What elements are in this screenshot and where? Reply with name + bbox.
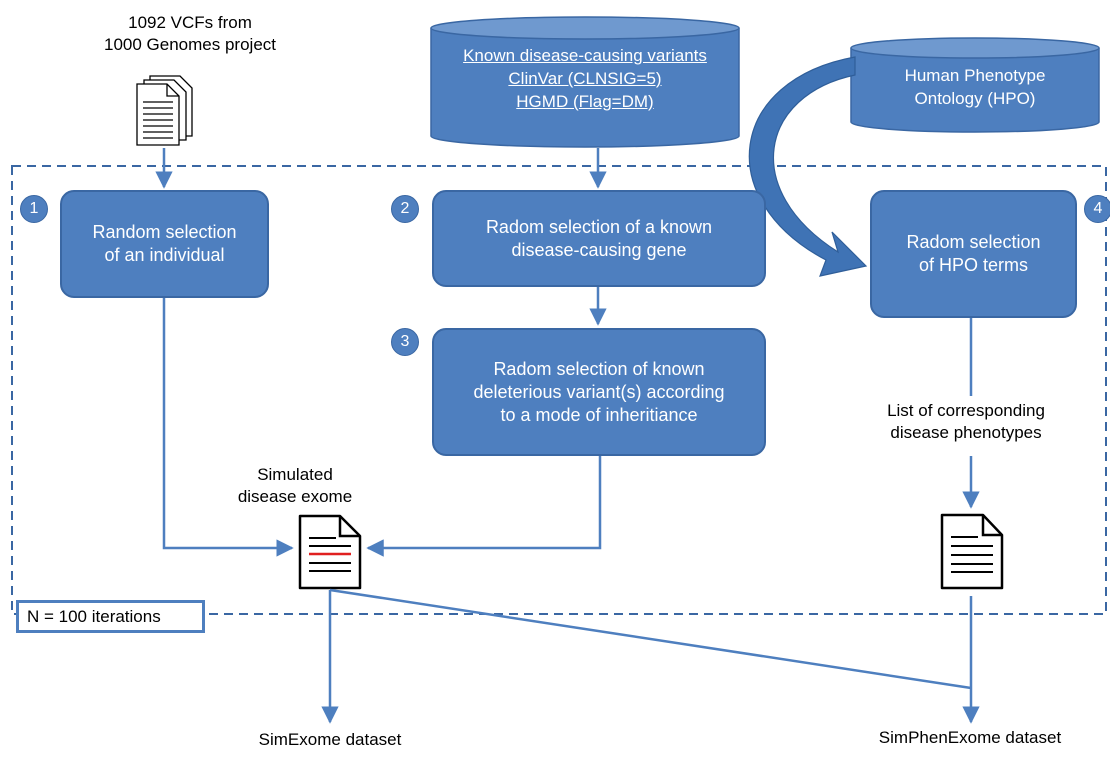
vcf-files-icon [136, 75, 193, 146]
step3-badge: 3 [391, 328, 419, 356]
line-exome-to-simphenexome [329, 588, 972, 690]
known-variants-title: Known disease-causing variants [463, 46, 707, 65]
simulated-exome-document-icon [298, 514, 362, 590]
step3-box: Radom selection of known deleterious var… [432, 328, 766, 456]
hpo-curved-arrow [748, 56, 868, 277]
step2-badge: 2 [391, 195, 419, 223]
hpo-database [850, 37, 1100, 133]
arrow-step3-to-exome [366, 456, 602, 557]
simulated-exome-label: Simulated disease exome [237, 465, 353, 506]
simphenexome-dataset-label: SimPhenExome dataset [878, 728, 1062, 747]
iterations-label: N = 100 iterations [16, 600, 205, 633]
hgmd-label: HGMD (Flag=DM) [516, 92, 654, 111]
phenotypes-label: List of corresponding disease phenotypes [887, 401, 1045, 442]
step1-badge: 1 [20, 195, 48, 223]
simexome-dataset-label: SimExome dataset [258, 730, 402, 749]
step4-badge: 4 [1084, 195, 1110, 223]
known-variants-db-text: Known disease-causing variants ClinVar (… [431, 44, 739, 113]
hpo-db-text: Human Phenotype Ontology (HPO) [904, 66, 1046, 108]
step4-box: Radom selection of HPO terms [870, 190, 1077, 318]
arrow-step1-to-exome [162, 298, 294, 557]
clinvar-label: ClinVar (CLNSIG=5) [508, 69, 662, 88]
step1-box: Random selection of an individual [60, 190, 269, 298]
step2-box: Radom selection of a known disease-causi… [432, 190, 766, 287]
phenotypes-document-icon [940, 513, 1004, 590]
iteration-boundary [11, 165, 1107, 615]
known-variants-database [430, 16, 740, 148]
vcf-source-label: 1092 VCFs from 1000 Genomes project [104, 13, 276, 54]
